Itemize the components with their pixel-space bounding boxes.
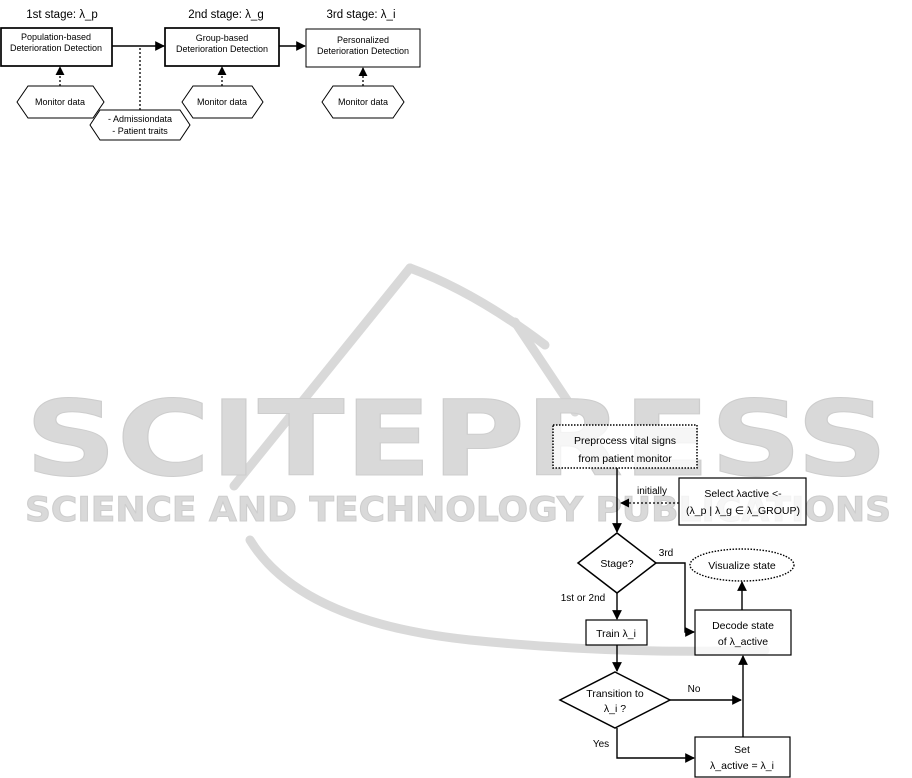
stage-1-label: 1st stage: λ_p — [26, 9, 98, 21]
admission-line-2: - Patient traits — [112, 126, 168, 136]
initially-label: initially — [637, 486, 667, 497]
monitor-data-input-3 — [321, 85, 405, 119]
group-box-line-2: Deterioration Detection — [176, 44, 268, 54]
decode-state-box — [694, 609, 792, 656]
select-active-line-1: Select λactive <- — [704, 488, 782, 500]
personalized-box-line-2: Deterioration Detection — [317, 46, 409, 56]
stage-2-label: 2nd stage: λ_g — [188, 9, 263, 21]
train-label: Train λ_i — [596, 628, 636, 640]
flowchart: Preprocess vital signs from patient moni… — [552, 424, 807, 778]
watermark-book-left-edge — [229, 263, 415, 491]
watermark-book-page-line — [510, 317, 580, 417]
set-active-line-2: λ_active = λ_i — [710, 760, 774, 772]
set-active-box — [694, 736, 791, 778]
arrow-transition-yes-to-set — [616, 728, 695, 763]
monitor-data-label-3: Monitor data — [338, 97, 388, 107]
monitor-data-label-2: Monitor data — [197, 97, 247, 107]
group-detection-box — [164, 27, 280, 67]
yes-branch-label: Yes — [593, 739, 609, 750]
transition-decision-diamond — [558, 671, 672, 729]
set-active-line-1: Set — [734, 744, 750, 756]
admission-traits-input — [89, 109, 191, 141]
decode-line-1: Decode state — [712, 620, 774, 632]
admission-line-1: - Admissiondata — [108, 114, 172, 124]
visualize-label: Visualize state — [708, 560, 776, 572]
train-box — [585, 619, 648, 646]
select-active-box — [678, 477, 807, 526]
preprocess-line-2: from patient monitor — [578, 453, 672, 465]
transition-line-1: Transition to — [586, 688, 644, 700]
first-second-branch-label: 1st or 2nd — [561, 593, 605, 604]
transition-line-2: λ_i ? — [604, 703, 626, 715]
population-detection-box — [0, 27, 113, 67]
monitor-data-input-1 — [16, 85, 105, 119]
group-box-line-1: Group-based — [196, 33, 249, 43]
monitor-data-label-1: Monitor data — [35, 97, 85, 107]
personalized-detection-box — [305, 28, 421, 68]
pipeline-diagram: 1st stage: λ_p 2nd stage: λ_g 3rd stage:… — [0, 9, 421, 141]
watermark-book-top-edge — [405, 263, 550, 350]
preprocess-line-1: Preprocess vital signs — [574, 435, 676, 447]
population-box-line-2: Deterioration Detection — [10, 43, 102, 53]
stage-decision-label: Stage? — [600, 558, 633, 570]
visualize-state-ellipse — [689, 548, 795, 582]
preprocess-box — [552, 424, 698, 469]
third-stage-branch-label: 3rd — [659, 548, 673, 559]
population-box-line-1: Population-based — [21, 32, 91, 42]
arrow-stage-third-to-decode — [656, 562, 695, 637]
select-active-line-2: (λ_p | λ_g ∈ λ_GROUP) — [686, 505, 800, 517]
decode-line-2: of λ_active — [718, 636, 768, 648]
watermark: SCITEPRESS SCIENCE AND TECHNOLOGY PUBLIC… — [25, 263, 892, 656]
watermark-book-swoosh — [245, 535, 770, 656]
no-branch-label: No — [688, 684, 701, 695]
monitor-data-input-2 — [181, 85, 264, 119]
personalized-box-line-1: Personalized — [337, 35, 389, 45]
stage-3-label: 3rd stage: λ_i — [326, 9, 395, 21]
